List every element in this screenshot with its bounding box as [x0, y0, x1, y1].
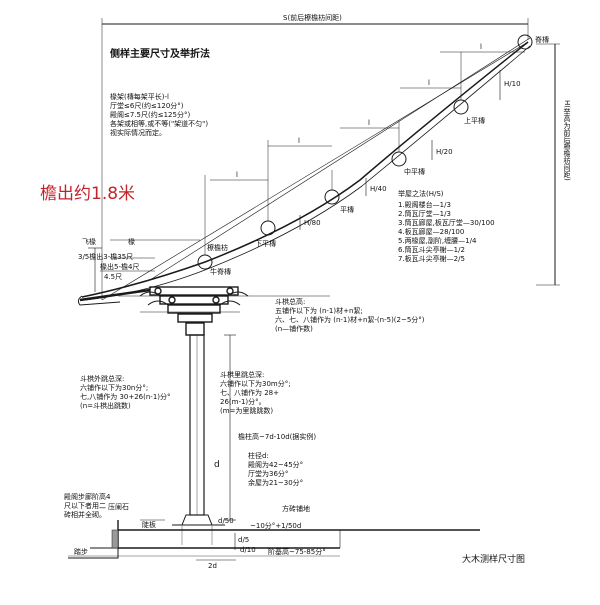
- bracket-out-line: (n=斗栱出跳数): [80, 402, 131, 410]
- bracket-in-line: 七、八铺作为 28+: [220, 389, 279, 397]
- purlin-lower: [260, 220, 276, 236]
- bracket-note-line: 六、七、八铺作为 (n-1)材+n絜-(n-5)(2~5分°): [275, 316, 425, 324]
- rafter-note-line: 椽架(槫每架平长)-l: [110, 93, 169, 101]
- bracket-note-line: 五铺作以下为 (n-1)材+n絜;: [275, 307, 363, 315]
- raise-rule: 3.筒瓦廊屋,板瓦厅堂—30/100: [398, 219, 495, 227]
- label-d: d: [214, 460, 220, 470]
- label-d10: d/10: [240, 546, 256, 554]
- bracket-in-line: (m=为里跳跳数): [220, 407, 274, 415]
- base-note-line: 殿阁步廊阶高4: [64, 493, 111, 501]
- rafter-notes: 椽架(槫每架平长)-l 厅堂≤6尺(约≤120分°) 殿阁≤7.5尺(约≤125…: [110, 93, 208, 138]
- rafter-note-line: 厅堂≤6尺(约≤120分°): [110, 102, 184, 110]
- raise-rule: 5.两椽屋,副阶,缠腰—1/4: [398, 237, 477, 245]
- raise-rule: 6.筒瓦斗尖亭榭—1/2: [398, 246, 465, 254]
- purlin-mid1: [391, 151, 407, 167]
- label-d50: d/50: [218, 517, 234, 525]
- column-diam-line: 柱径d:: [248, 452, 269, 460]
- raise-rule: 4.板瓦廊屋—28/100: [398, 228, 465, 236]
- bracket-in-line: 斗栱里跳总深:: [220, 371, 265, 379]
- raise-line: [101, 41, 529, 301]
- label-upper-purlin: 上平槫: [464, 117, 485, 125]
- eave-label-45: 4.5尺: [104, 273, 123, 281]
- raise-title: 举屋之法(H/S): [398, 190, 444, 198]
- roof-curve-inner: [85, 45, 531, 301]
- column-diameter-notes: 柱径d: 殿阁为42~45分° 厅堂为36分° 余屋为21~30分°: [248, 452, 303, 488]
- bracket-out-line: 六铺作以下为30n分°;: [80, 384, 149, 392]
- purlin-upper: [453, 99, 469, 115]
- height-dimension-label: H(举高为前后橑檐枋间距): [563, 100, 571, 181]
- label-d5: d/5: [238, 536, 250, 544]
- bracket-set: [139, 286, 249, 336]
- base-note-line: 砖相并全砌。: [64, 511, 106, 519]
- label-mid1-purlin: 中平槫: [404, 168, 425, 176]
- column-base: [181, 514, 213, 526]
- label-plinth: 阶基高~75-85分°: [268, 548, 326, 556]
- rafter-note-line: 视实际情况而定。: [110, 129, 166, 137]
- diagram-caption: 大木测样尺寸图: [462, 555, 526, 565]
- base-note: 殿阁步廊阶高4 尺以下者用二 砖相并全砌。: [64, 493, 110, 520]
- column-diam-line: 殿阁为42~45分°: [248, 461, 304, 469]
- bracket-notes: 斗栱总高: 五铺作以下为 (n-1)材+n絜; 六、七、八铺作为 (n-1)材+…: [275, 298, 425, 334]
- label-2d: 2d: [208, 562, 217, 570]
- label-yalan: 压阑石: [108, 503, 129, 511]
- spacing-l-2: l: [428, 79, 430, 87]
- rafter-note-line: 各架或相等,或不等("架道不匀"): [110, 120, 209, 128]
- spacing-l-5: l: [236, 171, 238, 179]
- eave-board: [79, 288, 151, 302]
- label-paving: 方砖铺地: [282, 505, 310, 513]
- bracket-out-line: 七,八铺作为 30+26(n-1)分°: [80, 393, 171, 401]
- column-diam-line: 厅堂为36分°: [248, 470, 289, 478]
- label-mid: ~10分°+1/50d: [250, 522, 302, 530]
- label-eave-beam: 橑檐枋: [207, 244, 228, 252]
- label-h20: H/20: [436, 148, 453, 156]
- rafter-note-line: 殿阁≤7.5尺(约≤125分°): [110, 111, 191, 119]
- spacing-l-1: l: [480, 43, 482, 51]
- column-height-note: 檐柱高~7d-10d(据实例): [238, 433, 317, 441]
- bracket-out-line: 斗栱外跳总深:: [80, 375, 125, 383]
- label-mid2-purlin: 平槫: [340, 206, 354, 214]
- raise-rules: 举屋之法(H/S) 1.殿阁楼台—1/3 2.筒瓦厅堂—1/3 3.筒瓦廊屋,板…: [398, 190, 495, 264]
- spacing-l-3: l: [368, 119, 370, 127]
- bracket-note-line: 斗栱总高:: [275, 298, 306, 306]
- eave-note: 檐出约1.8米: [40, 184, 136, 204]
- eave-label-fly: 飞椽: [82, 238, 96, 246]
- bracket-out-notes: 斗栱外跳总深: 六铺作以下为30n分°; 七,八铺作为 30+26(n-1)分°…: [80, 375, 171, 411]
- label-h80: H/80: [304, 219, 321, 227]
- eave-label-rafter: 椽: [128, 238, 135, 246]
- label-jiaoban: 陡板: [142, 521, 156, 529]
- column-diam-line: 余屋为21~30分°: [248, 479, 304, 487]
- raise-rule: 1.殿阁楼台—1/3: [398, 201, 451, 209]
- label-step: 踏步: [74, 548, 88, 556]
- label-lead-purlin: 牛脊槫: [210, 268, 231, 276]
- diagram-title: 侧样主要尺寸及举折法: [110, 49, 210, 60]
- bracket-in-line: 26(m-1)分°。: [220, 398, 266, 406]
- bracket-note-line: (n—铺作数): [275, 325, 313, 333]
- base-note-line: 尺以下者用二: [64, 502, 106, 510]
- label-ridge-purlin: 脊槫: [535, 36, 549, 44]
- raise-rule: 7.板瓦斗尖亭榭—2/5: [398, 255, 465, 263]
- purlin-ridge: [517, 34, 533, 50]
- raise-rule: 2.筒瓦厅堂—1/3: [398, 210, 451, 218]
- spacing-l-4: l: [298, 137, 300, 145]
- label-lower-purlin: 下平槫: [255, 240, 276, 248]
- top-dimension-label: S(前后橑檐枋间距): [283, 14, 342, 22]
- label-h10: H/10: [504, 80, 521, 88]
- eave-label-ratio: 3/5檐出3-檐35尺: [78, 253, 134, 261]
- bracket-in-notes: 斗栱里跳总深: 六铺作以下为30m分°; 七、八铺作为 28+ 26(m-1)分…: [220, 371, 291, 416]
- label-h40: H/40: [370, 185, 387, 193]
- eave-label-out: 椽出5-檐4尺: [100, 263, 140, 271]
- bracket-in-line: 六铺作以下为30m分°;: [220, 380, 291, 388]
